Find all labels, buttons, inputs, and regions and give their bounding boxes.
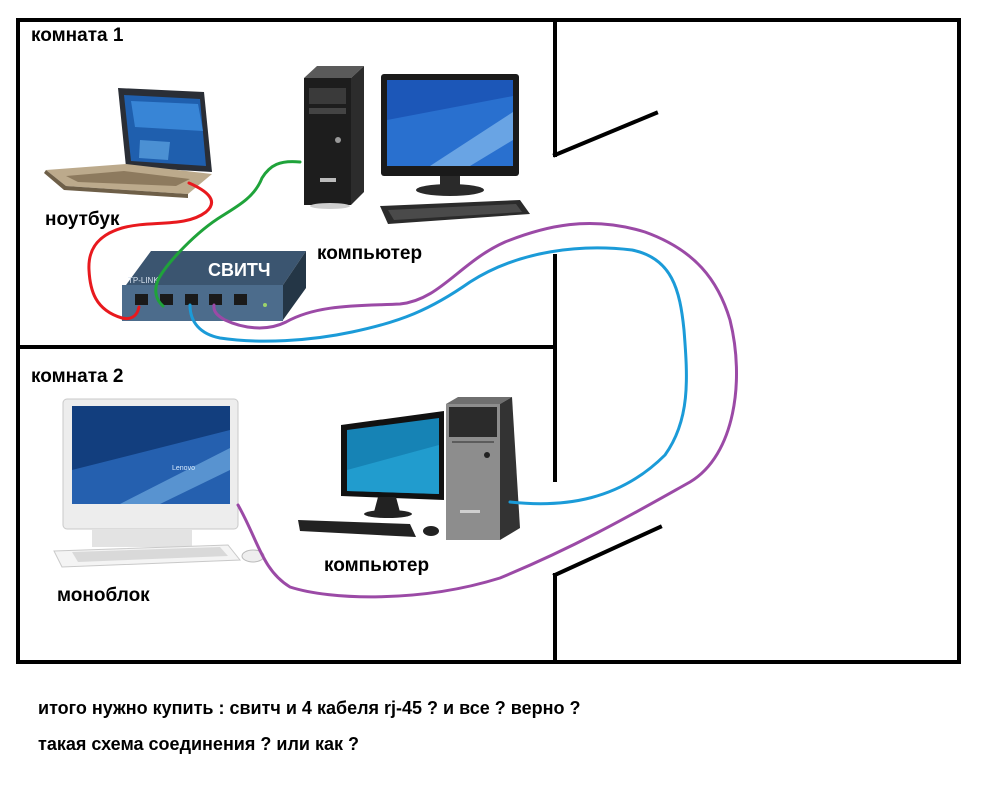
room2-label: комната 2: [31, 366, 123, 387]
cable-computer-room2: [188, 246, 688, 506]
desktop-tower-icon: [446, 397, 520, 540]
keyboard-icon: [298, 520, 416, 537]
monoblock-label: моноблок: [57, 585, 150, 606]
cable-monoblock: [212, 222, 739, 599]
question-line-2: такая схема соединения ? или как ?: [38, 734, 359, 754]
outer-wall: [16, 18, 961, 664]
keyboard-icon: [380, 200, 530, 224]
door-bottom: [552, 524, 663, 578]
computer-room1-label: компьютер: [317, 243, 422, 264]
room1-label: комната 1: [31, 25, 124, 46]
question-line-1: итого нужно купить : свитч и 4 кабеля rj…: [38, 698, 580, 718]
all-in-one-pc-icon: Lenovo: [53, 398, 242, 568]
monitor-icon: [341, 411, 444, 518]
cable-computer-room1: [154, 160, 302, 308]
cables: [87, 160, 739, 599]
monoblock-brand: Lenovo: [172, 465, 195, 472]
switch-brand: TP-LINK: [128, 276, 159, 285]
floor-plan: [16, 18, 961, 664]
laptop-icon: [44, 88, 212, 198]
laptop-label: ноутбук: [45, 209, 120, 230]
switch-label: СВИТЧ: [208, 260, 271, 280]
cable-laptop: [87, 181, 213, 321]
door-top: [552, 110, 659, 158]
computer-room2-label: компьютер: [324, 555, 429, 576]
monitor-icon: [381, 74, 519, 196]
desktop-tower-icon: [304, 66, 364, 209]
mouse-icon: [423, 526, 439, 536]
